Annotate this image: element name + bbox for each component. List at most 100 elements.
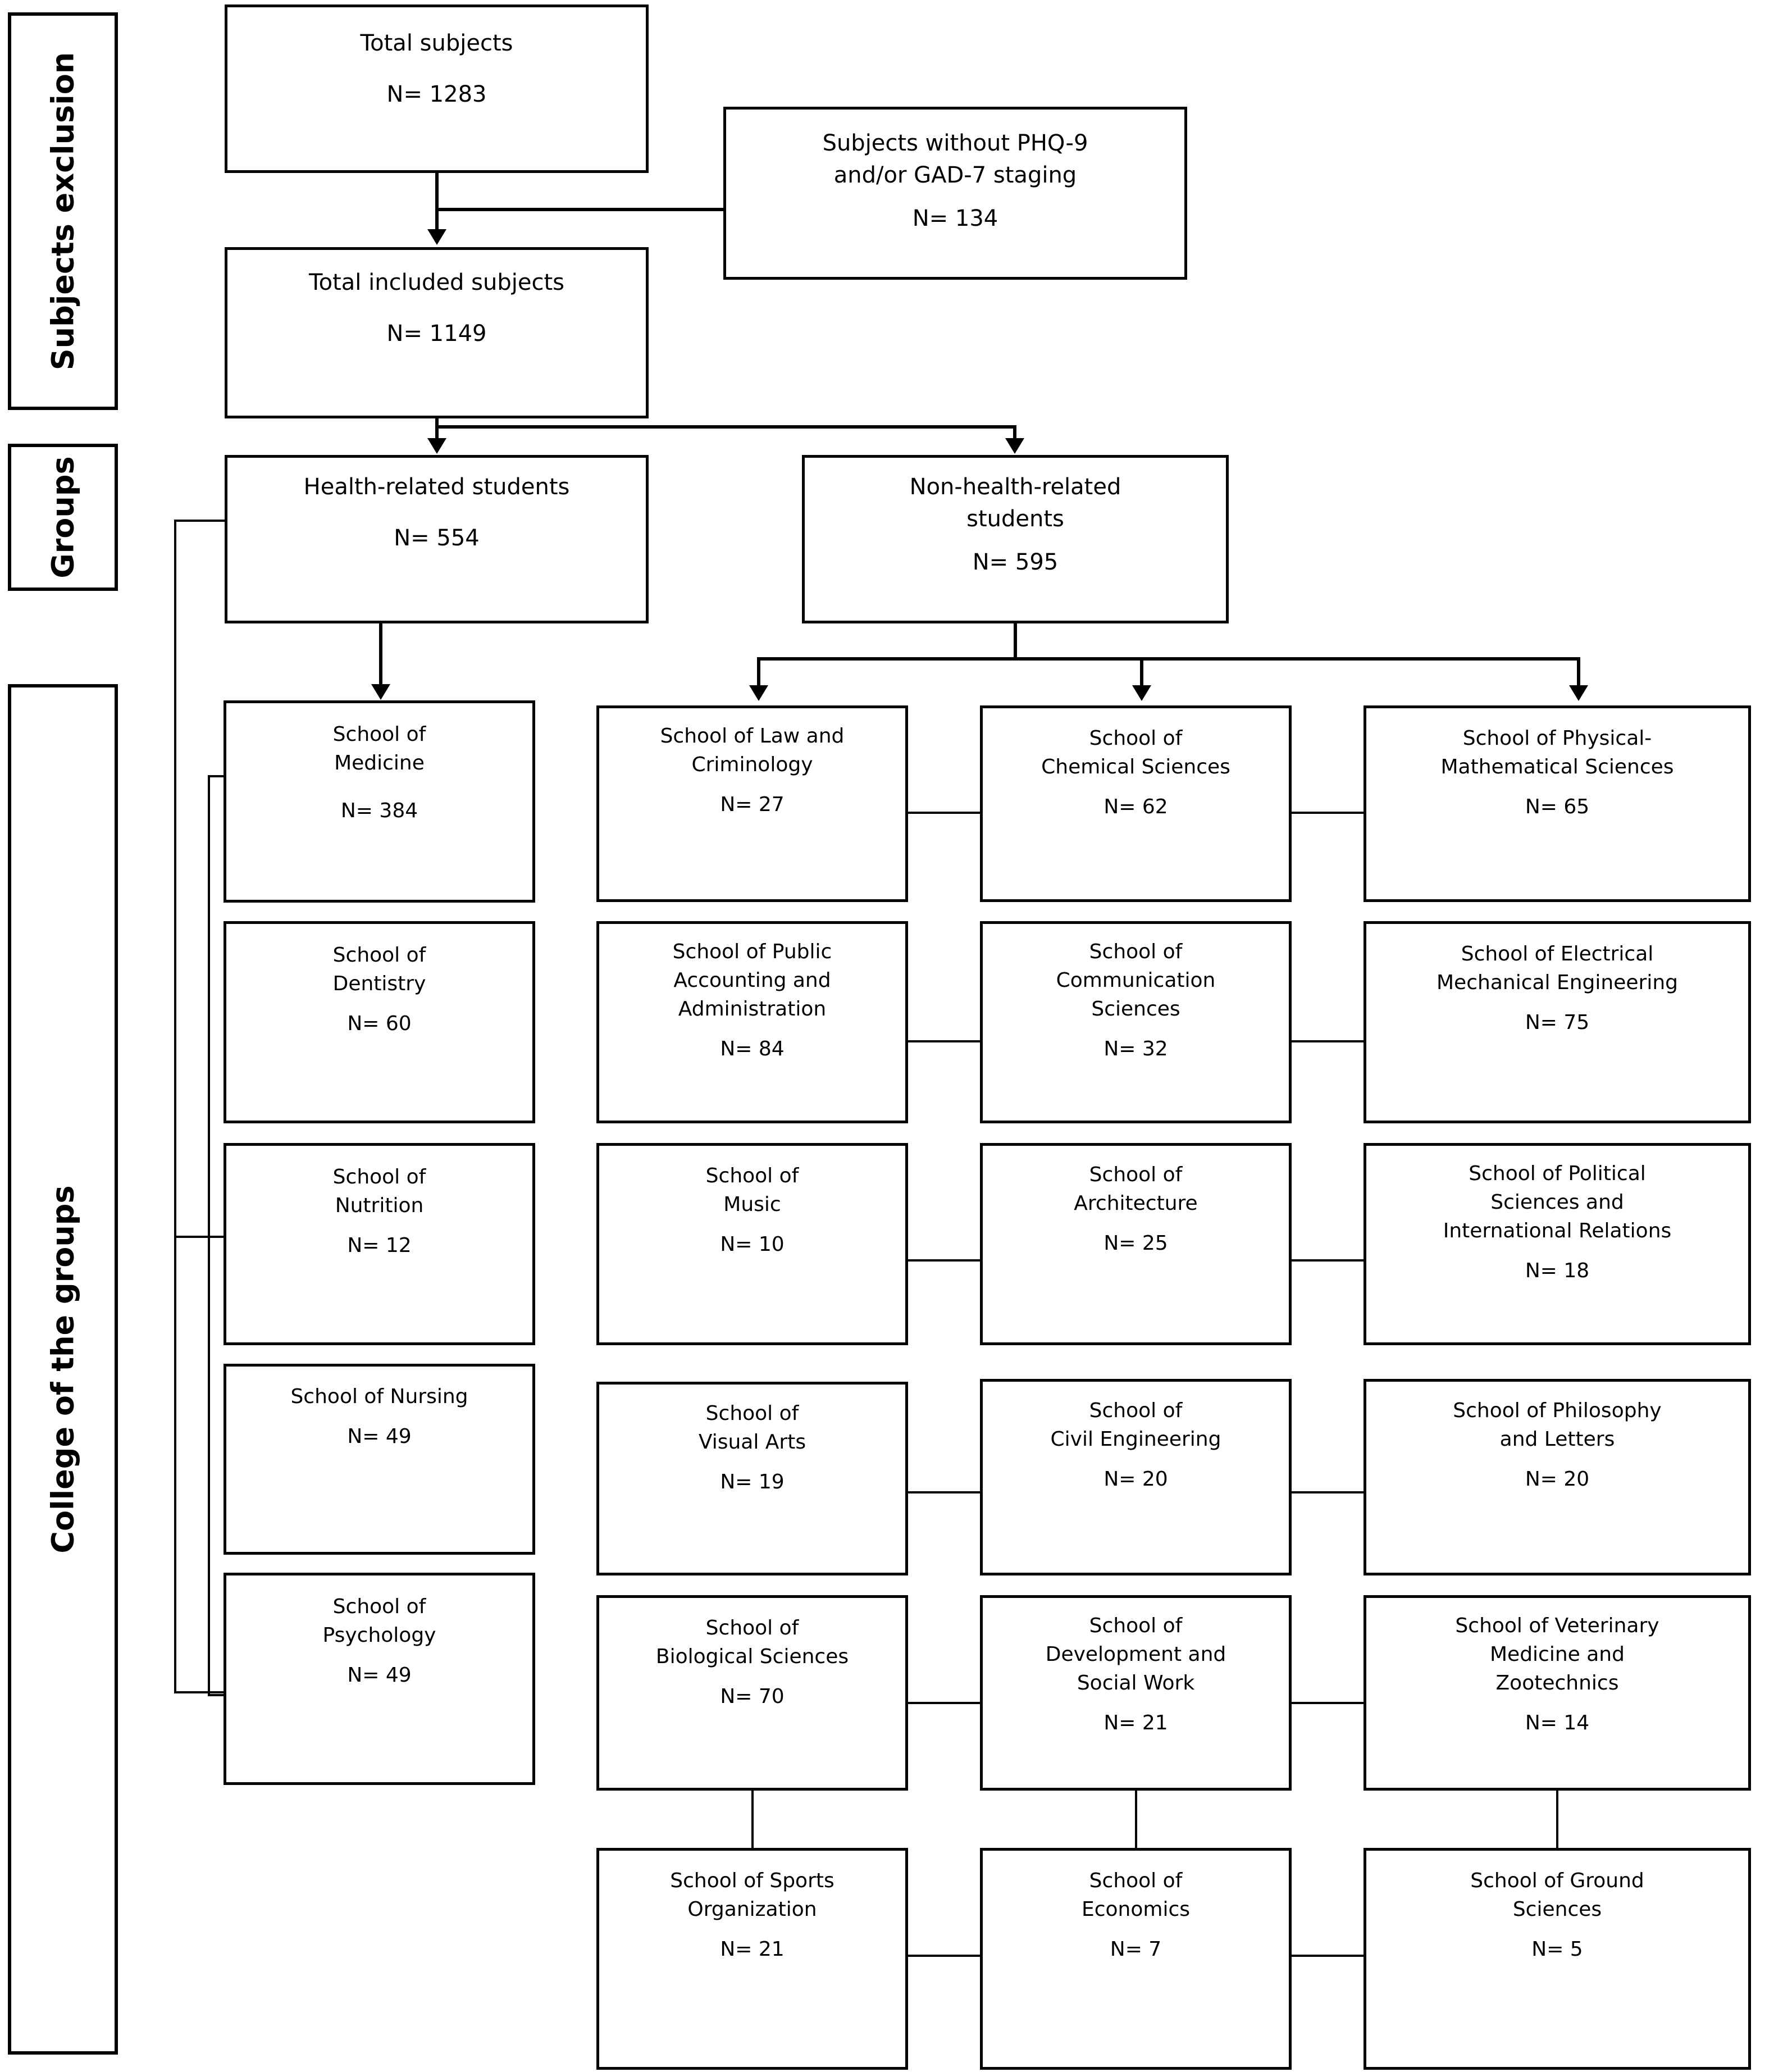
node-school-of-dentistry: School of Dentistry N= 60 <box>224 921 535 1123</box>
school-n: N= 18 <box>1525 1259 1590 1283</box>
school-n: N= 75 <box>1525 1011 1590 1035</box>
school-title: School of Law and Criminology <box>660 725 845 777</box>
tie-row6-col1-col2 <box>905 1955 983 1957</box>
connector-health-to-medicine <box>379 622 382 687</box>
school-title: School of Communication Sciences <box>1056 940 1216 1021</box>
school-n: N= 20 <box>1525 1468 1590 1491</box>
node-school-of-music: School of Music N= 10 <box>596 1143 908 1345</box>
arrowhead-to-law-criminology <box>749 685 768 701</box>
school-n: N= 21 <box>1103 1711 1168 1735</box>
school-title: School of Development and Social Work <box>1045 1614 1226 1695</box>
node-excluded-subjects-title: Subjects without PHQ-9 and/or GAD-7 stag… <box>822 130 1088 188</box>
node-school-of-medicine: School of Medicine N= 384 <box>224 700 535 903</box>
node-school-of-visual-arts: School of Visual Arts N= 19 <box>596 1382 908 1575</box>
connector-nonhealth-split-bar <box>757 657 1580 661</box>
connector-total-to-included <box>435 172 439 233</box>
school-n: N= 60 <box>347 1012 412 1036</box>
tie-row6-col2-col3 <box>1289 1955 1366 1957</box>
node-school-of-architecture: School of Architecture N= 25 <box>980 1143 1292 1345</box>
node-school-of-nutrition: School of Nutrition N= 12 <box>224 1143 535 1345</box>
node-school-of-physical-mathematical-sciences: School of Physical- Mathematical Science… <box>1364 705 1751 902</box>
rail-label-groups: Groups <box>45 456 81 579</box>
school-title: School of Physical- Mathematical Science… <box>1440 727 1674 779</box>
node-school-of-philosophy-and-letters: School of Philosophy and Letters N= 20 <box>1364 1379 1751 1575</box>
school-n: N= 49 <box>347 1425 412 1449</box>
drop-veterinary-to-ground <box>1556 1789 1558 1849</box>
drop-biological-to-sports <box>751 1789 754 1849</box>
school-n: N= 62 <box>1103 795 1168 819</box>
node-non-health-related-title: Non-health-related students <box>909 474 1121 532</box>
school-n: N= 70 <box>720 1685 785 1709</box>
node-excluded-subjects-n: N= 134 <box>912 205 998 231</box>
school-n: N= 14 <box>1525 1711 1590 1735</box>
node-school-of-economics: School of Economics N= 7 <box>980 1848 1292 2070</box>
school-title: School of Chemical Sciences <box>1041 727 1230 779</box>
tie-row1-col1-col2 <box>905 812 983 814</box>
node-school-of-law-and-criminology: School of Law and Criminology N= 27 <box>596 705 908 902</box>
school-title: School of Civil Engineering <box>1050 1399 1221 1451</box>
school-n: N= 5 <box>1531 1938 1583 1961</box>
bracket-health-bottom-stub <box>174 1691 228 1693</box>
connector-split-left-drop <box>757 657 760 689</box>
school-title: School of Political Sciences and Interna… <box>1443 1162 1672 1243</box>
tie-row3-col1-col2 <box>905 1259 983 1262</box>
connector-split-right-drop <box>1577 657 1580 689</box>
connector-split-mid-drop <box>1140 657 1143 689</box>
node-school-of-veterinary-medicine-and-zootechnics: School of Veterinary Medicine and Zootec… <box>1364 1595 1751 1791</box>
node-total-included-subjects: Total included subjects N= 1149 <box>225 247 649 418</box>
school-n: N= 7 <box>1110 1938 1162 1961</box>
school-title: School of Architecture <box>1074 1163 1198 1215</box>
node-total-included-n: N= 1149 <box>386 320 487 347</box>
tie-row5-col1-col2 <box>905 1702 983 1704</box>
rail-subjects-exclusion: Subjects exclusion <box>8 12 118 410</box>
node-health-related-students: Health-related students N= 554 <box>225 455 649 623</box>
school-title: School of Biological Sciences <box>655 1616 849 1669</box>
school-title: School of Medicine <box>332 723 426 775</box>
node-school-of-psychology: School of Psychology N= 49 <box>224 1573 535 1785</box>
rail-groups: Groups <box>8 444 118 591</box>
school-title: School of Electrical Mechanical Engineer… <box>1437 942 1678 995</box>
node-total-subjects: Total subjects N= 1283 <box>225 4 649 173</box>
connector-groups-split <box>435 425 1016 429</box>
arrowhead-to-physical-math <box>1569 685 1588 701</box>
tie-row2-col1-col2 <box>905 1040 983 1042</box>
rail-label-college-of-the-groups: College of the groups <box>45 1185 81 1554</box>
connector-to-non-health <box>1013 425 1016 443</box>
node-school-of-nursing: School of Nursing N= 49 <box>224 1364 535 1555</box>
bracket-health-mid-stub <box>174 1236 228 1238</box>
school-n: N= 10 <box>720 1233 785 1256</box>
node-school-of-public-accounting-and-administration: School of Public Accounting and Administ… <box>596 921 908 1123</box>
school-n: N= 20 <box>1103 1468 1168 1491</box>
arrowhead-to-non-health-related <box>1005 438 1024 454</box>
tie-row1-col2-col3 <box>1289 812 1366 814</box>
bracket-health-inner-vertical <box>208 775 210 1696</box>
tie-row4-col2-col3 <box>1289 1491 1366 1493</box>
school-n: N= 32 <box>1103 1037 1168 1061</box>
school-n: N= 49 <box>347 1664 412 1687</box>
school-title: School of Visual Arts <box>698 1402 806 1454</box>
rail-label-subjects-exclusion: Subjects exclusion <box>45 52 81 371</box>
school-title: School of Economics <box>1081 1869 1191 1921</box>
bracket-health-inner-top-stub <box>208 775 230 777</box>
node-school-of-development-and-social-work: School of Development and Social Work N=… <box>980 1595 1292 1791</box>
node-total-subjects-title: Total subjects <box>360 30 513 56</box>
node-school-of-political-sciences-and-international-relations: School of Political Sciences and Interna… <box>1364 1143 1751 1345</box>
node-non-health-related-students: Non-health-related students N= 595 <box>802 455 1229 623</box>
node-excluded-subjects: Subjects without PHQ-9 and/or GAD-7 stag… <box>723 107 1187 280</box>
node-school-of-sports-organization: School of Sports Organization N= 21 <box>596 1848 908 2070</box>
drop-development-to-economics <box>1135 1789 1137 1849</box>
school-n: N= 65 <box>1525 795 1590 819</box>
school-title: School of Dentistry <box>332 944 426 996</box>
node-school-of-chemical-sciences: School of Chemical Sciences N= 62 <box>980 705 1292 902</box>
connector-nonhealth-down <box>1014 622 1017 661</box>
school-title: School of Ground Sciences <box>1470 1869 1644 1921</box>
school-title: School of Veterinary Medicine and Zootec… <box>1455 1614 1659 1695</box>
school-title: School of Music <box>705 1164 799 1217</box>
school-n: N= 84 <box>720 1037 785 1061</box>
node-health-related-n: N= 554 <box>394 525 480 551</box>
rail-college-of-the-groups: College of the groups <box>8 684 118 2055</box>
arrowhead-to-school-of-medicine <box>371 684 390 700</box>
bracket-health-top-stub <box>174 520 228 522</box>
node-school-of-ground-sciences: School of Ground Sciences N= 5 <box>1364 1848 1751 2070</box>
